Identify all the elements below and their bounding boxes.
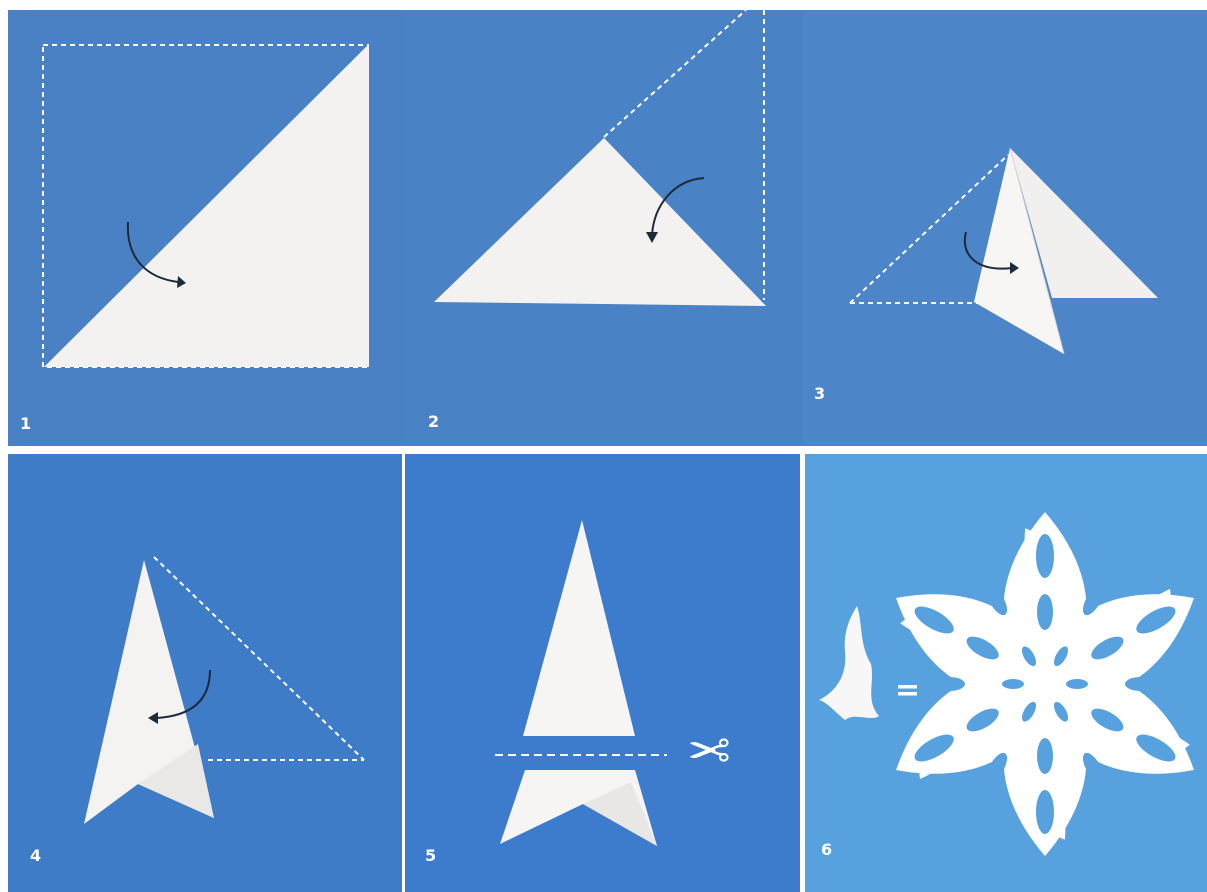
step-number: 4: [30, 848, 41, 864]
step-3-illustration: [802, 10, 1207, 446]
snowflake-center: [1039, 678, 1051, 690]
snowflake-hole: [1002, 679, 1024, 689]
folded-triangle: [434, 138, 766, 306]
step-3-panel: 3: [802, 10, 1207, 446]
dashed-fold-line: [604, 10, 746, 137]
scissors-icon: ✂: [687, 726, 731, 778]
snowflake-hole: [933, 677, 965, 691]
snowflake-hole: [1037, 738, 1053, 774]
step-2-panel: 2: [404, 10, 802, 446]
step-6-panel: = 6: [805, 454, 1207, 892]
snowflake-hole: [1125, 677, 1157, 691]
cut-folded-piece: [819, 606, 879, 720]
step-number: 3: [814, 386, 825, 402]
cut-top-piece: [523, 520, 635, 736]
step-1-illustration: [8, 10, 404, 446]
step-6-illustration: [805, 454, 1207, 892]
step-number: 2: [428, 414, 439, 430]
snowflake: [875, 512, 1207, 856]
step-4-panel: 4: [8, 454, 402, 892]
snowflake-hole: [1036, 534, 1054, 578]
snowflake-hole: [1037, 594, 1053, 630]
snowflake-hole: [1066, 679, 1088, 689]
equals-sign: =: [895, 676, 920, 706]
step-number: 5: [425, 848, 436, 864]
snowflake-hole: [1036, 790, 1054, 834]
step-1-panel: 1: [8, 10, 404, 446]
step-5-illustration: [405, 454, 800, 892]
step-5-panel: ✂ 5: [405, 454, 800, 892]
step-number: 6: [821, 842, 832, 858]
step-4-illustration: [8, 454, 402, 892]
step-number: 1: [20, 416, 31, 432]
step-2-illustration: [404, 10, 802, 446]
folded-triangle: [44, 44, 369, 367]
